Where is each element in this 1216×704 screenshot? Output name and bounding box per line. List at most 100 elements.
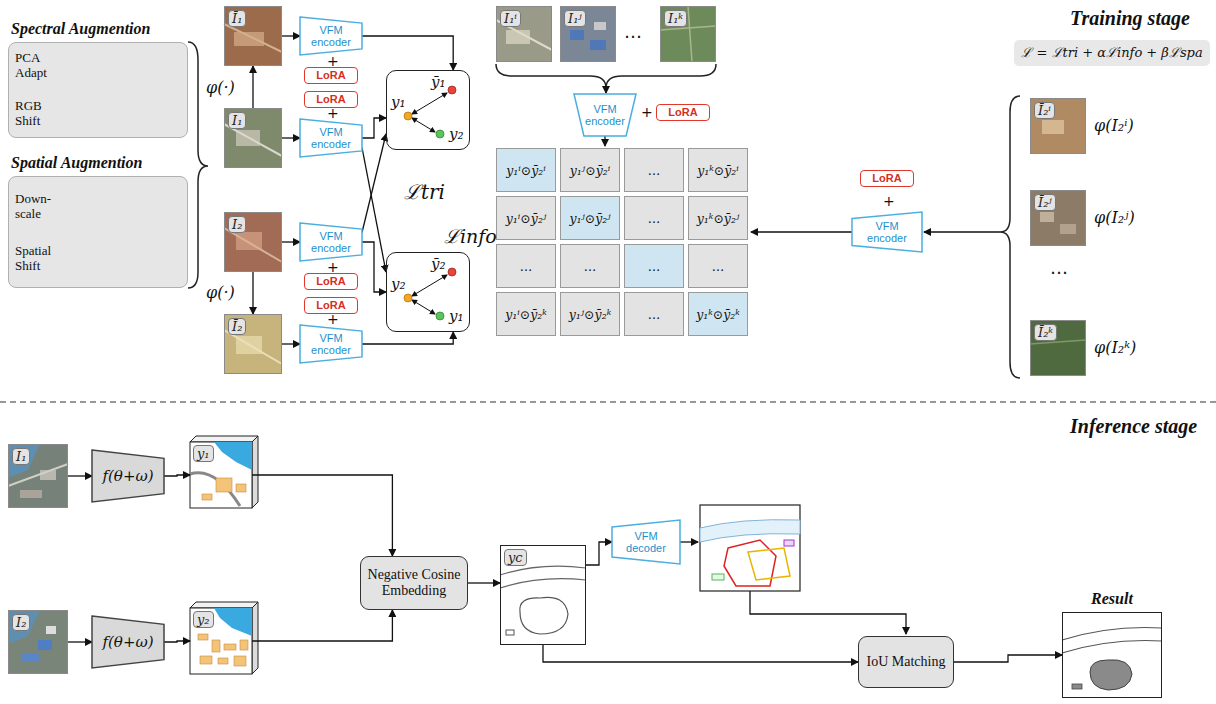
change-map-drawing bbox=[1090, 660, 1132, 690]
node-text: y₁ᵏ⊙ȳ₂ᵏ bbox=[696, 307, 740, 322]
flow-arrow bbox=[605, 88, 1000, 634]
lora-box: LoRA bbox=[304, 67, 358, 84]
network-block: f(θ+ω) bbox=[92, 616, 164, 668]
image-tag: Ī₂ʲ bbox=[1034, 194, 1056, 211]
label-text: … bbox=[624, 22, 642, 42]
grouping-brace bbox=[496, 64, 716, 88]
satellite-image bbox=[224, 108, 282, 168]
image-tag: Ī₂ bbox=[228, 318, 246, 335]
node-text: Down-scale bbox=[15, 191, 67, 221]
similarity-cell: y₁ʲ⊙ȳ₂ʲ bbox=[560, 196, 620, 240]
encoder-block: VFM encoder bbox=[300, 325, 362, 363]
feature-map-drawing bbox=[198, 634, 208, 640]
connector bbox=[362, 36, 453, 70]
satellite-image bbox=[224, 212, 282, 272]
connector bbox=[252, 272, 253, 314]
triplet-embedding bbox=[386, 70, 470, 150]
satellite-image bbox=[20, 490, 42, 498]
feature-map-drawing bbox=[236, 484, 246, 492]
change-map-drawing bbox=[1062, 612, 1162, 698]
encoder-block: VFM encoder bbox=[574, 94, 636, 136]
satellite-image bbox=[496, 6, 552, 62]
image-tag: I₂ bbox=[12, 614, 30, 631]
change-map-drawing bbox=[1062, 641, 1162, 654]
label-text: φ(I₂ⁱ) bbox=[1094, 116, 1134, 136]
augmentation-panel: Spatial AugmentionDown-scaleSpatial Shif… bbox=[8, 176, 188, 288]
feature-map-drawing bbox=[216, 478, 232, 492]
node-text: f(θ+ω) bbox=[102, 633, 153, 651]
network-block-outline bbox=[92, 616, 164, 668]
change-map-drawing bbox=[784, 540, 794, 546]
change-map-drawing bbox=[520, 597, 568, 634]
similarity-cell: y₁ⁱ⊙ȳ₂ⁱ bbox=[496, 148, 556, 192]
change-map-drawing bbox=[506, 630, 514, 635]
image-tile: Ī₂ʲ bbox=[1030, 190, 1086, 246]
label-text: + bbox=[327, 314, 339, 325]
connector bbox=[68, 641, 92, 642]
lora-box: LoRA bbox=[304, 297, 358, 314]
process-box: IoU Matching bbox=[858, 636, 954, 688]
output-panel: Result bbox=[1062, 612, 1162, 698]
label-text: + bbox=[883, 194, 895, 208]
change-map-drawing bbox=[712, 574, 724, 580]
similarity-cell: y₁ᵏ⊙ȳ₂ʲ bbox=[688, 196, 748, 240]
flow-arrow bbox=[605, 88, 606, 93]
label-text: φ(I₂ᵏ) bbox=[1094, 338, 1136, 358]
node-text: LoRA bbox=[668, 106, 697, 119]
image-tag: yc bbox=[504, 549, 527, 566]
satellite-image bbox=[1040, 212, 1054, 222]
node-text: … bbox=[648, 259, 661, 274]
triplet-embedding bbox=[386, 70, 470, 332]
satellite-image bbox=[594, 22, 606, 30]
node-text: LoRA bbox=[316, 69, 345, 82]
label-text: φ(·) bbox=[206, 283, 235, 303]
node-text: VFM decoder bbox=[623, 530, 669, 554]
connector bbox=[164, 641, 190, 642]
encoder-block: VFM encoder bbox=[300, 119, 362, 157]
connector bbox=[468, 582, 500, 583]
connector bbox=[282, 35, 300, 36]
label-text: φ(·) bbox=[206, 78, 235, 98]
node-text: … bbox=[648, 307, 661, 322]
label-text: + bbox=[641, 106, 653, 118]
satellite-image bbox=[46, 626, 56, 634]
change-map-drawing bbox=[748, 548, 790, 580]
grouping-brace bbox=[188, 42, 1020, 378]
image-tile: I₂ bbox=[224, 212, 282, 272]
change-map-drawing bbox=[1062, 628, 1162, 641]
connector bbox=[252, 66, 253, 108]
connector bbox=[362, 242, 386, 292]
image-tag: Ī₂ⁱ bbox=[1034, 102, 1055, 119]
encoder-block-outline bbox=[300, 119, 362, 157]
encoder-block-outline bbox=[574, 94, 636, 136]
feature-map-drawing bbox=[212, 640, 220, 652]
image-tag: y₂ bbox=[193, 611, 214, 628]
similarity-cell: … bbox=[624, 244, 684, 288]
image-tag: I₁ⁱ bbox=[500, 10, 521, 27]
network-block: f(θ+ω) bbox=[92, 450, 164, 502]
encoder-block: VFM encoder bbox=[300, 17, 362, 55]
connector bbox=[68, 475, 92, 476]
node-text: … bbox=[520, 259, 533, 274]
flow-arrow bbox=[924, 231, 1000, 232]
node-text: LoRA bbox=[316, 93, 345, 106]
output-panel: yc bbox=[500, 545, 586, 645]
label-text: + bbox=[327, 261, 339, 273]
feature-map-drawing bbox=[190, 473, 240, 506]
image-tag: I₁ᵏ bbox=[664, 10, 687, 27]
node-text: y₁ⁱ⊙ȳ₂ᵏ bbox=[505, 307, 547, 322]
label-text: Training stage bbox=[1070, 6, 1190, 30]
image-tile: Ī₂ⁱ bbox=[1030, 98, 1086, 154]
flow-arrow bbox=[680, 541, 698, 542]
similarity-cell: … bbox=[688, 244, 748, 288]
image-tag: I₂ bbox=[228, 216, 246, 233]
feature-map-drawing bbox=[190, 436, 258, 442]
feature-map-drawing bbox=[218, 658, 228, 664]
change-map-drawing bbox=[500, 505, 1162, 698]
node-text: … bbox=[584, 259, 597, 274]
triplet-embedding bbox=[412, 118, 435, 132]
stage-divider bbox=[0, 401, 1216, 402]
similarity-cell: y₁ⁱ⊙ȳ₂ʲ bbox=[496, 196, 556, 240]
triplet-embedding bbox=[448, 86, 456, 94]
